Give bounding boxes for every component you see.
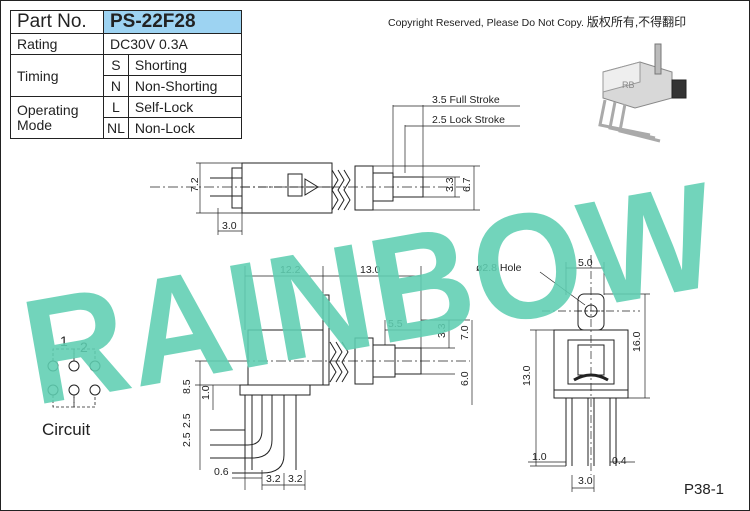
circuit-diagram — [47, 348, 101, 408]
dim-full-stroke: 3.5 Full Stroke — [432, 94, 500, 106]
dim-0-4: 0.4 — [612, 455, 627, 467]
dim-13-0: 13.0 — [360, 264, 381, 276]
dim-16-0: 16.0 — [631, 331, 643, 352]
circuit-label: Circuit — [42, 420, 91, 439]
dim-1-0-front: 1.0 — [532, 451, 547, 463]
rating-row: Rating DC30V 0.3A — [10, 33, 242, 55]
product-photo: RB — [598, 43, 687, 143]
dim-13-0-front: 13.0 — [521, 365, 533, 386]
timing-row: Timing S Shorting — [10, 54, 243, 97]
svg-text:RB: RB — [622, 80, 635, 90]
dim-3-3-bottom: 3.3 — [436, 323, 448, 338]
operating-row: Operating Mode L Self-Lock — [10, 96, 243, 139]
dim-5-0: 5.0 — [578, 257, 593, 269]
operating-row: NL Non-Lock — [11, 117, 243, 139]
timing-text: Shorting — [127, 54, 243, 76]
front-view — [528, 255, 650, 492]
copyright-cn: 版权所有,不得翻印 — [586, 15, 687, 29]
dim-3-2-b: 3.2 — [288, 473, 303, 485]
timing-text: Non-Shorting — [127, 75, 243, 97]
side-view-top — [150, 105, 520, 235]
dimension-labels: 3.5 Full Stroke 2.5 Lock Stroke 7.2 3.0 … — [60, 94, 643, 487]
dim-6-7: 6.7 — [461, 177, 473, 192]
operating-text: Non-Lock — [127, 117, 243, 139]
timing-row: N Non-Shorting — [11, 75, 243, 97]
copyright-notice: Copyright Reserved, Please Do Not Copy. … — [388, 13, 686, 30]
dim-3-3-top: 3.3 — [444, 177, 456, 192]
timing-label: Timing — [10, 54, 104, 97]
dim-12-2: 12.2 — [280, 264, 301, 276]
page-number: P38-1 — [684, 481, 725, 498]
rating-value: DC30V 0.3A — [103, 33, 242, 55]
dim-1-0-left: 1.0 — [200, 385, 212, 400]
circuit-pin-1: 1 — [60, 333, 68, 349]
dim-3-0-top: 3.0 — [222, 220, 237, 232]
rating-label: Rating — [10, 33, 104, 55]
dim-0-6: 0.6 — [214, 466, 229, 478]
dim-7-2: 7.2 — [189, 177, 201, 192]
dim-7-0: 7.0 — [459, 325, 471, 340]
dim-2-5-a: 2.5 — [181, 413, 193, 428]
dim-6-0: 6.0 — [459, 371, 471, 386]
operating-label-line1: Operating — [17, 101, 79, 118]
copyright-en: Copyright Reserved, Please Do Not Copy. — [388, 17, 584, 29]
operating-label: Operating Mode — [10, 96, 104, 139]
spec-table: Part No. PS-22F28 Rating DC30V 0.3A Timi… — [10, 10, 243, 139]
dim-8-5: 8.5 — [181, 379, 193, 394]
dim-5-5: 5.5 — [388, 318, 403, 330]
dim-hole: ø2.8 Hole — [476, 262, 522, 274]
side-view-bottom — [195, 266, 473, 490]
dim-3-0-front: 3.0 — [578, 475, 593, 487]
dim-3-2-a: 3.2 — [266, 473, 281, 485]
circuit-pin-2: 2 — [80, 339, 88, 355]
dim-lock-stroke: 2.5 Lock Stroke — [432, 114, 505, 126]
dim-2-5-b: 2.5 — [181, 432, 193, 447]
operating-label-line2: Mode — [17, 116, 53, 133]
operating-code: NL — [103, 117, 129, 139]
